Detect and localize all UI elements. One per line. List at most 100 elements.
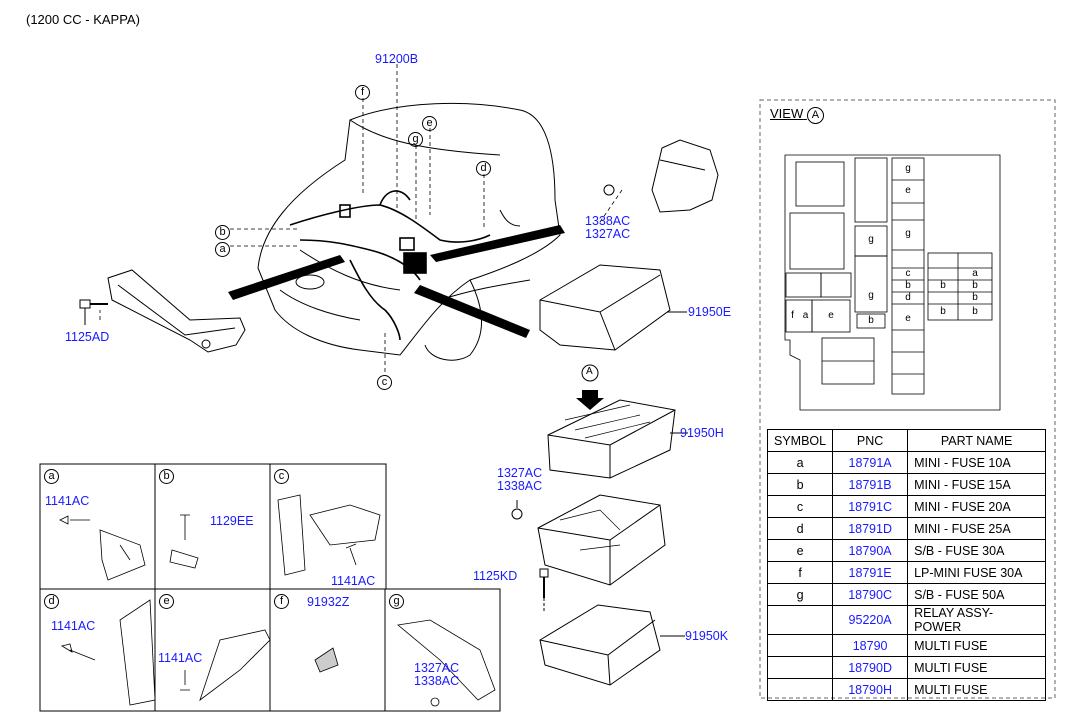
view-fuse-e2: e	[905, 313, 911, 324]
view-panel-title: VIEW A	[770, 106, 824, 124]
detail-cell-e-symbol: e	[159, 593, 174, 609]
cell-symbol: b	[766, 473, 834, 496]
cell-symbol: e	[766, 539, 834, 562]
callout-c: c	[377, 372, 392, 390]
cell-pnc: 18790D	[832, 656, 909, 679]
detail-cell-f-symbol: f	[274, 593, 289, 609]
part-label-91950k: 91950K	[685, 629, 729, 643]
view-fuse-layout	[784, 154, 1001, 411]
cell-symbol	[766, 634, 834, 657]
cell-symbol	[766, 656, 834, 679]
wiring-harness	[289, 190, 491, 341]
cell-pnc: 18791D	[832, 517, 909, 540]
detail-cell-d-part: 1141AC	[51, 619, 96, 633]
detail-grid	[39, 463, 501, 712]
view-fuse-g3: g	[868, 234, 874, 245]
detail-cell-f-part: 91932Z	[307, 595, 350, 609]
cell-pnc: 95220A	[832, 605, 909, 635]
view-arrow-letter: A	[586, 366, 593, 377]
view-fuse-e1: e	[905, 185, 911, 196]
cell-name: MULTI FUSE	[907, 656, 1047, 679]
cell-name: LP-MINI FUSE 30A	[907, 561, 1047, 584]
car-illustration	[257, 102, 561, 361]
cell-pnc: 18790H	[832, 678, 909, 701]
view-fuse-b1: b	[905, 280, 911, 291]
view-fuse-b3: b	[940, 280, 946, 291]
cell-symbol	[766, 605, 834, 635]
cell-pnc: 18791C	[832, 495, 909, 518]
callout-a: a	[215, 239, 230, 257]
cell-symbol: g	[766, 583, 834, 606]
view-fuse-f1: f	[791, 310, 794, 321]
callout-d: d	[476, 158, 491, 176]
callout-leaders	[99, 64, 623, 372]
detail-cell-c-symbol: c	[274, 468, 289, 484]
cell-name: MINI - FUSE 25A	[907, 517, 1047, 540]
view-fuse-e3: e	[828, 310, 834, 321]
view-fuse-g1: g	[905, 163, 911, 174]
cell-name: MINI - FUSE 10A	[907, 451, 1047, 474]
view-fuse-b2: b	[868, 315, 874, 326]
cell-pnc: 18790C	[832, 583, 909, 606]
callout-g: g	[408, 129, 423, 147]
col-part-name: PART NAME	[907, 429, 1047, 452]
view-fuse-d1: d	[905, 292, 911, 303]
leader-bar-left	[228, 255, 345, 300]
cell-name: RELAY ASSY-POWER	[907, 605, 1047, 635]
part-label-1338ac-top: 1338AC	[585, 214, 631, 228]
cell-symbol: d	[766, 517, 834, 540]
cell-pnc: 18791B	[832, 473, 909, 496]
callout-f: f	[355, 82, 370, 100]
detail-cell-g-symbol: g	[389, 593, 404, 609]
cell-name: MINI - FUSE 20A	[907, 495, 1047, 518]
cell-symbol: c	[766, 495, 834, 518]
part-label-1125ad: 1125AD	[65, 330, 110, 344]
view-fuse-b6: b	[940, 306, 946, 317]
cell-name: MULTI FUSE	[907, 634, 1047, 657]
detail-art	[59, 494, 496, 707]
view-arrow	[576, 364, 604, 410]
cell-name: MINI - FUSE 15A	[907, 473, 1047, 496]
cell-pnc: 18790A	[832, 539, 909, 562]
bolt-1125kd-icon	[539, 568, 549, 612]
part-label-91950e: 91950E	[688, 305, 732, 319]
view-fuse-g2: g	[905, 228, 911, 239]
cell-name: S/B - FUSE 30A	[907, 539, 1047, 562]
detail-cell-c-part: 1141AC	[331, 574, 376, 588]
cover-91950k	[539, 604, 685, 686]
cell-name: S/B - FUSE 50A	[907, 583, 1047, 606]
cell-pnc: 18790	[832, 634, 909, 657]
cover-91950e	[539, 264, 687, 351]
rail-bracket	[107, 269, 246, 353]
view-fuse-c1: c	[905, 268, 911, 279]
parts-table-header: SYMBOL PNC PART NAME	[766, 429, 1047, 452]
callout-b: b	[215, 222, 230, 240]
col-symbol: SYMBOL	[766, 429, 834, 452]
leader-bar-right	[430, 225, 565, 262]
detail-cell-a-part: 1141AC	[45, 494, 90, 508]
detail-cell-e-part: 1141AC	[158, 651, 203, 665]
part-label-1327ac-top: 1327AC	[585, 227, 631, 241]
cell-symbol: a	[766, 451, 834, 474]
cell-pnc: 18791A	[832, 451, 909, 474]
fuse-box-frame	[511, 494, 666, 586]
part-label-91950h: 91950H	[680, 426, 724, 440]
view-fuse-b4: b	[972, 280, 978, 291]
leader-bar-lower	[414, 285, 530, 338]
view-fuse-g4: g	[868, 290, 874, 301]
part-label-1327ac-mid: 1327AC	[497, 466, 543, 480]
part-label-91200b: 91200B	[375, 52, 419, 66]
view-fuse-a1: a	[802, 310, 809, 321]
bolt-1125ad-icon	[79, 299, 108, 325]
detail-cell-b-symbol: b	[159, 468, 174, 484]
